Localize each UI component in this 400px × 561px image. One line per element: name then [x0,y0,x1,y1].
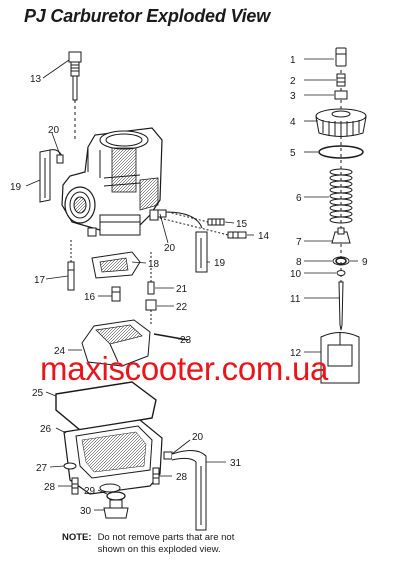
callout-14: 14 [258,231,270,242]
callout-2: 2 [290,76,296,87]
callout-23: 23 [180,335,192,346]
callout-5: 5 [290,148,296,159]
part-18-holder [91,251,141,279]
callout-6: 6 [296,193,302,204]
part-10-ring [336,270,346,276]
part-28-screw-right [152,467,160,485]
part-20-clamp-lower [163,451,173,460]
callout-26: 26 [40,424,52,435]
callout-12: 12 [290,348,302,359]
callout-25: 25 [32,388,44,399]
note-text: Do not remove parts that are not shown o… [97,532,235,555]
callout-19-left: 19 [10,182,22,193]
callout-27: 27 [36,463,48,474]
callout-30: 30 [80,506,92,517]
watermark: maxiscooter.com.ua [40,350,329,387]
callout-20-bottom: 20 [192,432,204,443]
part-21-needle-jet [147,252,155,295]
callout-16: 16 [84,292,96,303]
part-23-pin [153,333,189,341]
part-13-choke-plunger [68,51,82,140]
leader-lines [25,58,358,511]
part-3-nut [334,90,348,100]
part-4-top-cap [315,108,367,137]
part-6-spring [329,168,353,224]
part-19-hose-right [195,231,208,273]
callout-7: 7 [296,237,302,248]
callout-9: 9 [362,257,368,268]
part-19-hose-left [39,149,63,203]
part-30-drain-plug [103,499,129,519]
part-16-jet [111,286,121,302]
part-17-jet [67,240,75,291]
part-25-gasket [55,381,157,431]
part-5-o-ring [318,145,364,159]
carburetor-body [61,127,163,237]
part-7-retainer [331,227,351,244]
part-31-overflow-hose [171,450,207,531]
callout-20-mid: 20 [164,243,176,254]
callout-20-top: 20 [48,125,60,136]
callout-labels: 1 2 3 4 5 6 7 8 9 10 11 12 13 14 15 16 1… [10,55,368,517]
callout-29: 29 [84,486,96,497]
callout-19-right: 19 [214,258,226,269]
part-14-screw [159,217,247,239]
callout-10: 10 [290,269,302,280]
callout-15: 15 [236,219,248,230]
part-27-clip [63,462,77,470]
part-20-clamp-mid [157,209,167,218]
footnote: NOTE: Do not remove parts that are not sh… [62,532,238,556]
hose-mid [165,211,203,229]
callout-24: 24 [54,346,66,357]
callout-28-right: 28 [176,472,188,483]
part-28-screw-left [71,477,79,495]
part-26-float-bowl [63,419,163,495]
callout-22: 22 [176,302,188,313]
callout-21: 21 [176,284,188,295]
part-11-jet-needle [338,281,344,331]
part-2-adjuster [336,73,346,87]
part-29-o-ring [106,491,126,501]
part-12-throttle-slide [320,332,360,384]
part-8-clip [335,257,347,265]
part-22-main-jet [145,299,157,325]
callout-3: 3 [290,91,296,102]
callout-8: 8 [296,257,302,268]
callout-31: 31 [230,458,242,469]
part-9-washer [332,256,350,266]
part-20-clamp-left [56,154,64,164]
callout-18: 18 [148,259,160,270]
callout-1: 1 [290,55,296,66]
page-title: PJ Carburetor Exploded View [24,6,270,26]
part-1-cap [335,47,347,67]
note-label: NOTE: [62,532,92,543]
callout-13: 13 [30,74,42,85]
callout-11: 11 [290,294,301,305]
callout-4: 4 [290,117,296,128]
callout-17: 17 [34,275,46,286]
callout-28-left: 28 [44,482,56,493]
part-24-float [81,319,151,367]
